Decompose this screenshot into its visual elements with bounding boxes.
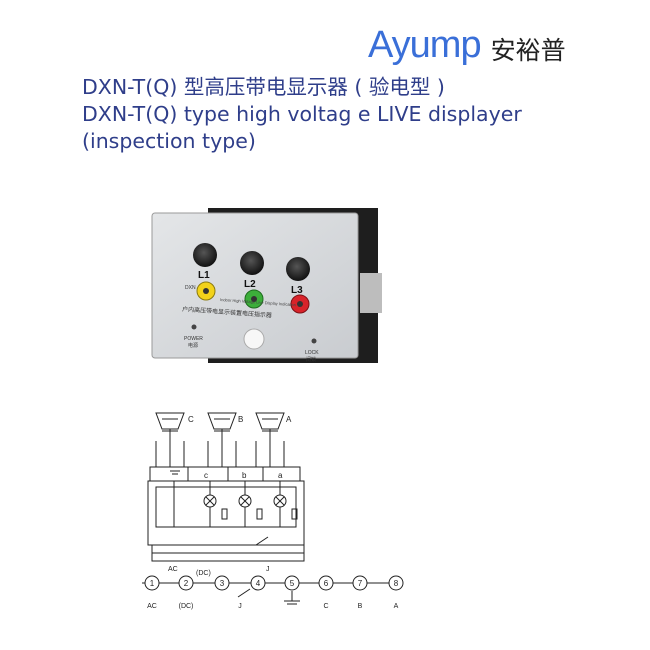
power-label-cn: 电源 (188, 342, 198, 349)
terminal-7 (352, 575, 368, 591)
bus-label-c: c (204, 471, 208, 480)
product-title: DXN-T(Q) 型高压带电显示器 ( 验电型 ) DXN-T(Q) type … (82, 74, 522, 155)
terminal-number-2: 2 (184, 579, 189, 588)
display-unit-box (147, 480, 305, 546)
terminal-label-b: B (358, 603, 363, 610)
terminal-label-a: A (394, 603, 399, 610)
sensor-c (155, 412, 185, 467)
product-photo: L1 L2 L3 DXN Indoor High Voltage Live Di… (151, 208, 382, 363)
power-led (191, 324, 197, 330)
title-line-2: DXN-T(Q) type high voltag e LIVE display… (82, 102, 522, 126)
title-line-3: (inspection type) (82, 129, 256, 153)
module-label-ac: AC (168, 566, 178, 573)
terminal-label-dc: (DC) (179, 603, 194, 610)
terminal-4 (250, 575, 266, 591)
lock-label: LOCK (305, 350, 319, 356)
test-jack-l1[interactable] (196, 281, 216, 301)
title-line-1: DXN-T(Q) 型高压带电显示器 ( 验电型 ) (82, 75, 445, 99)
terminal-3 (214, 575, 230, 591)
terminal-6 (318, 575, 334, 591)
terminal-number-4: 4 (256, 579, 261, 588)
test-jack-l3[interactable] (290, 294, 310, 314)
device-desc-en: Indoor High Voltage Live Display Indicat… (220, 297, 296, 307)
phase-label-l3: L3 (291, 285, 303, 296)
power-label: POWER (184, 336, 203, 342)
terminal-1 (144, 575, 160, 591)
brand-name-cn: 安裕普 (490, 35, 566, 65)
terminal-label-j: J (238, 603, 242, 610)
bus-label-b: b (242, 471, 247, 480)
phase-label-l1: L1 (198, 270, 210, 281)
sensor-b (207, 412, 237, 467)
wiring-diagram: C B A c b a AC (DC) J (142, 412, 404, 610)
indicator-lamp-l1 (193, 243, 217, 267)
lamp-symbols (203, 494, 287, 508)
terminal-label-ac: AC (147, 603, 157, 610)
terminal-2 (178, 575, 194, 591)
terminal-number-5: 5 (290, 579, 295, 588)
brand-logo: Ayump 安裕普 (368, 24, 566, 67)
terminal-5 (284, 575, 300, 591)
terminal-label-c: C (323, 603, 328, 610)
terminal-8 (388, 575, 404, 591)
lock-led (311, 338, 317, 344)
terminal-number-7: 7 (358, 579, 363, 588)
brand-name-en: Ayump (368, 24, 482, 66)
indicator-lamp-l3 (286, 257, 310, 281)
test-jack-l2[interactable] (244, 289, 264, 309)
phase-label-l2: L2 (244, 279, 256, 290)
sensor-label-b: B (238, 415, 243, 424)
sensor-a (255, 412, 285, 467)
indicator-lamp-l2 (240, 251, 264, 275)
sensor-label-c: C (188, 415, 194, 424)
device-model-text: DXN (185, 285, 196, 291)
module-label-dc: (DC) (196, 570, 211, 577)
terminal-row (144, 575, 404, 591)
terminal-number-3: 3 (220, 579, 225, 588)
module-label-j: J (266, 566, 270, 573)
bus-label-a: a (278, 471, 283, 480)
sensor-label-a: A (286, 415, 292, 424)
test-button[interactable] (243, 328, 265, 350)
terminal-number-8: 8 (394, 579, 399, 588)
terminal-number-1: 1 (150, 579, 155, 588)
terminal-number-6: 6 (324, 579, 329, 588)
lock-label-cn: 闭锁 (306, 356, 316, 363)
